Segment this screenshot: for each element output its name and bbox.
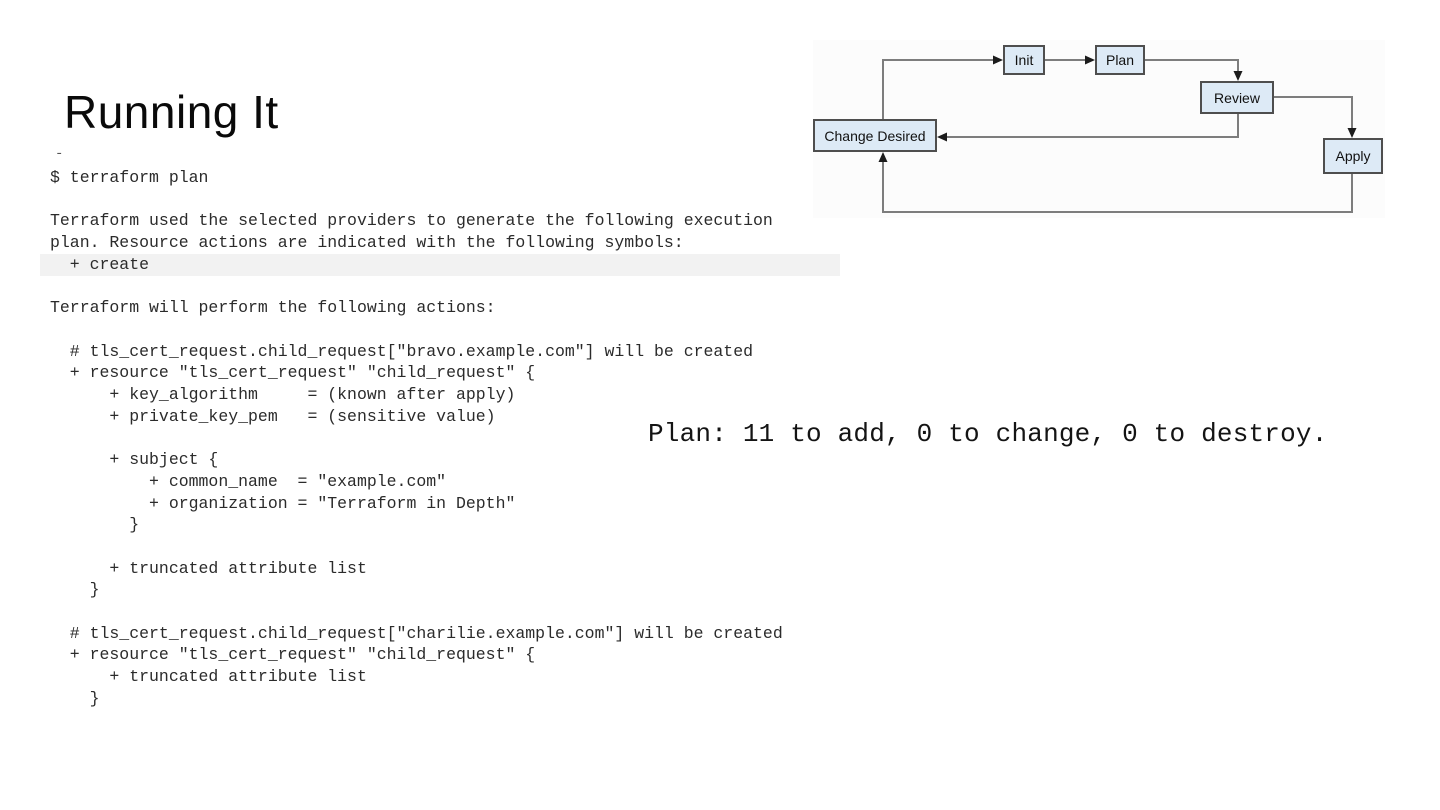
arrowhead-right-icon [993, 55, 1003, 65]
terminal-line [40, 536, 840, 558]
arrowhead-right-icon [1085, 55, 1095, 65]
arrowhead-left-icon [937, 132, 947, 142]
edge-change-to-init [882, 59, 996, 119]
arrowhead-down-icon [1233, 71, 1243, 81]
terminal-line: plan. Resource actions are indicated wit… [50, 233, 684, 253]
edge-plan-to-review [1145, 59, 1239, 74]
terminal-line: + resource "tls_cert_request" "child_req… [50, 645, 536, 665]
terminal-line: } [50, 580, 100, 600]
terminal-line: + organization = "Terraform in Depth" [50, 493, 516, 513]
terminal-line: # tls_cert_request.child_request["bravo.… [50, 341, 754, 361]
edge-review-to-change [944, 114, 1239, 138]
diagram-arrows [878, 55, 1357, 213]
terminal-line: + common_name = "example.com" [50, 471, 447, 491]
workflow-diagram: Init Plan Review Apply Change Desired [813, 40, 1385, 218]
terminal-line: + truncated attribute list [50, 558, 367, 578]
terminal-line [40, 189, 840, 211]
terminal-line: } [50, 515, 140, 535]
arrowhead-up-icon [878, 152, 888, 162]
terminal-line: $ terraform plan [50, 168, 209, 187]
stray-dash: - [55, 146, 64, 162]
page-title: Running It [64, 86, 279, 138]
diagram-node-init: Init [1003, 45, 1045, 75]
terminal-line: # tls_cert_request.child_request["charil… [50, 623, 783, 643]
edge-apply-to-change [882, 159, 1353, 213]
terminal-line: Terraform will perform the following act… [50, 298, 496, 318]
terminal-line: Terraform used the selected providers to… [50, 211, 773, 231]
edge-review-to-apply [1274, 96, 1353, 131]
diagram-node-review: Review [1200, 81, 1274, 114]
diagram-node-change-desired: Change Desired [813, 119, 937, 152]
terminal-line: + subject { [50, 450, 219, 470]
terminal-line: + resource "tls_cert_request" "child_req… [50, 363, 536, 383]
terminal-line: + create [40, 253, 840, 276]
diagram-node-apply: Apply [1323, 138, 1383, 174]
diagram-node-plan: Plan [1095, 45, 1145, 75]
arrowhead-down-icon [1347, 128, 1357, 138]
plan-summary-text: Plan: 11 to add, 0 to change, 0 to destr… [648, 419, 1328, 449]
terminal-line: + key_algorithm = (known after apply) [50, 385, 516, 405]
terminal-line [40, 276, 840, 298]
terminal-line: + private_key_pem = (sensitive value) [50, 406, 496, 426]
terminal-line: + truncated attribute list [50, 667, 367, 687]
terminal-line: } [50, 688, 100, 708]
terminal-line [40, 601, 840, 623]
terminal-output: $ terraform plan Terraform used the sele… [40, 167, 840, 710]
terminal-line [40, 319, 840, 341]
